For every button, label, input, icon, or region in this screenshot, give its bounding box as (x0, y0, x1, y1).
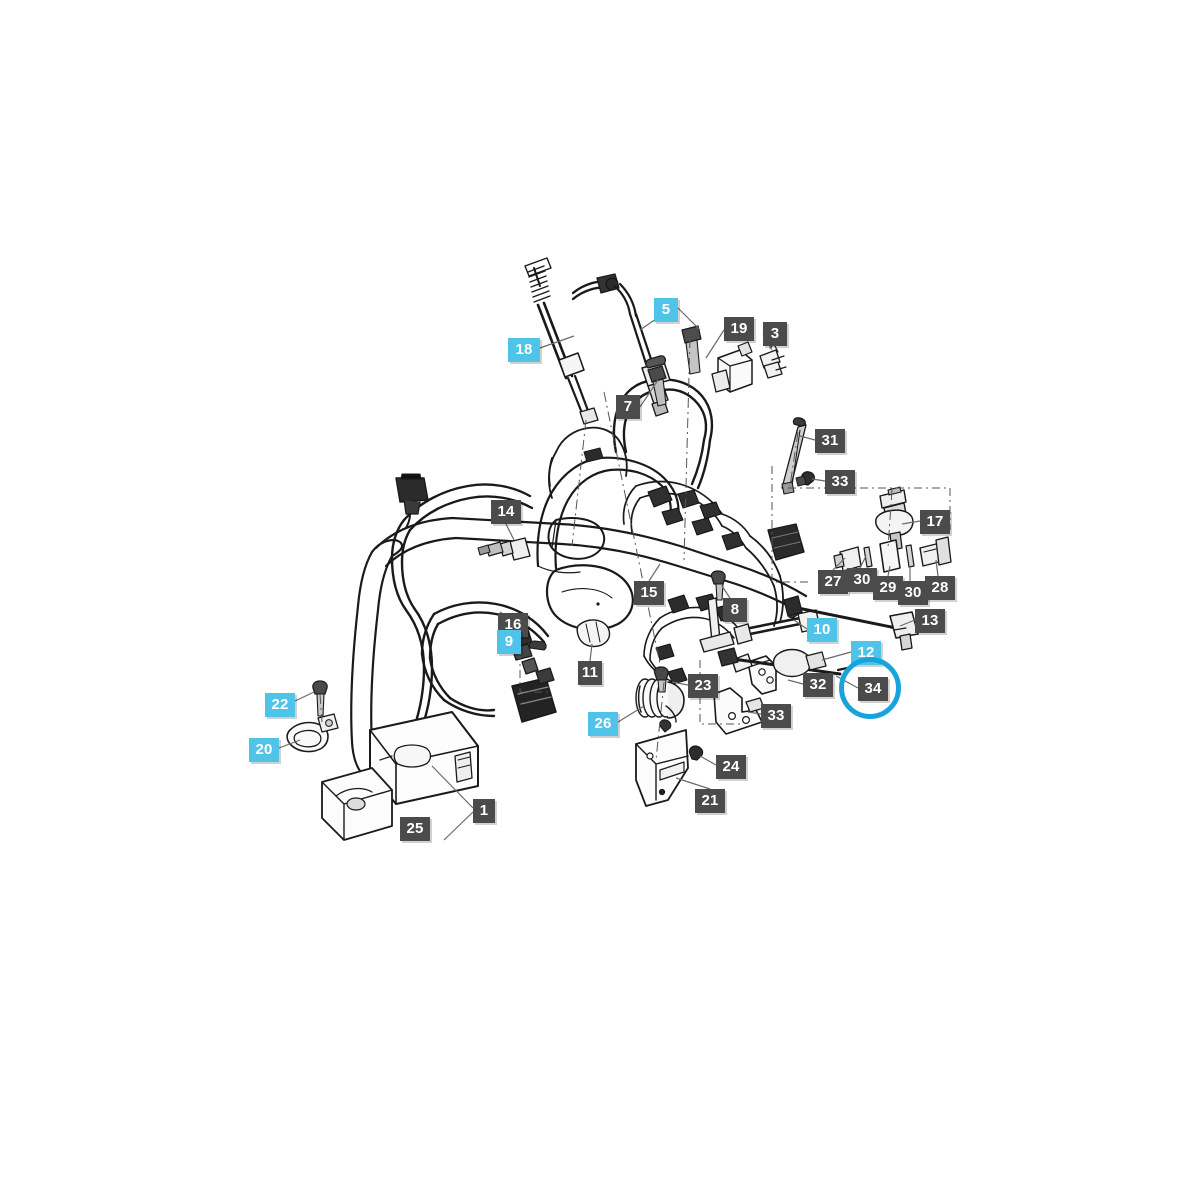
part-callout-24[interactable]: 24 (716, 755, 746, 779)
part-callout-19[interactable]: 19 (724, 317, 754, 341)
part-callout-25[interactable]: 25 (400, 817, 430, 841)
part-callout-32[interactable]: 32 (803, 673, 833, 697)
part-callout-34[interactable]: 34 (858, 677, 888, 701)
part-callout-28[interactable]: 28 (925, 576, 955, 600)
part-callout-15[interactable]: 15 (634, 581, 664, 605)
part-callout-3[interactable]: 3 (763, 322, 787, 346)
part-callout-30[interactable]: 30 (898, 581, 928, 605)
part-callout-22[interactable]: 22 (265, 693, 295, 717)
part-callout-7[interactable]: 7 (616, 395, 640, 419)
part-callout-5[interactable]: 5 (654, 298, 678, 322)
part-callout-12[interactable]: 12 (851, 641, 881, 665)
part-callout-17[interactable]: 17 (920, 510, 950, 534)
part-callout-11[interactable]: 11 (578, 661, 602, 685)
part-callout-27[interactable]: 27 (818, 570, 848, 594)
part-callout-18[interactable]: 18 (508, 338, 540, 362)
part-callout-10[interactable]: 10 (807, 618, 837, 642)
part-callout-33[interactable]: 33 (761, 704, 791, 728)
part-callout-20[interactable]: 20 (249, 738, 279, 762)
part-callout-31[interactable]: 31 (815, 429, 845, 453)
part-callout-33[interactable]: 33 (825, 470, 855, 494)
part-callout-8[interactable]: 8 (723, 598, 747, 622)
part-callout-30[interactable]: 30 (847, 568, 877, 592)
part-callout-9[interactable]: 9 (497, 630, 521, 654)
part-callout-26[interactable]: 26 (588, 712, 618, 736)
part-callout-14[interactable]: 14 (491, 500, 521, 524)
part-callout-13[interactable]: 13 (915, 609, 945, 633)
part-callout-21[interactable]: 21 (695, 789, 725, 813)
part-callout-23[interactable]: 23 (688, 674, 718, 698)
part-callout-1[interactable]: 1 (473, 799, 495, 823)
